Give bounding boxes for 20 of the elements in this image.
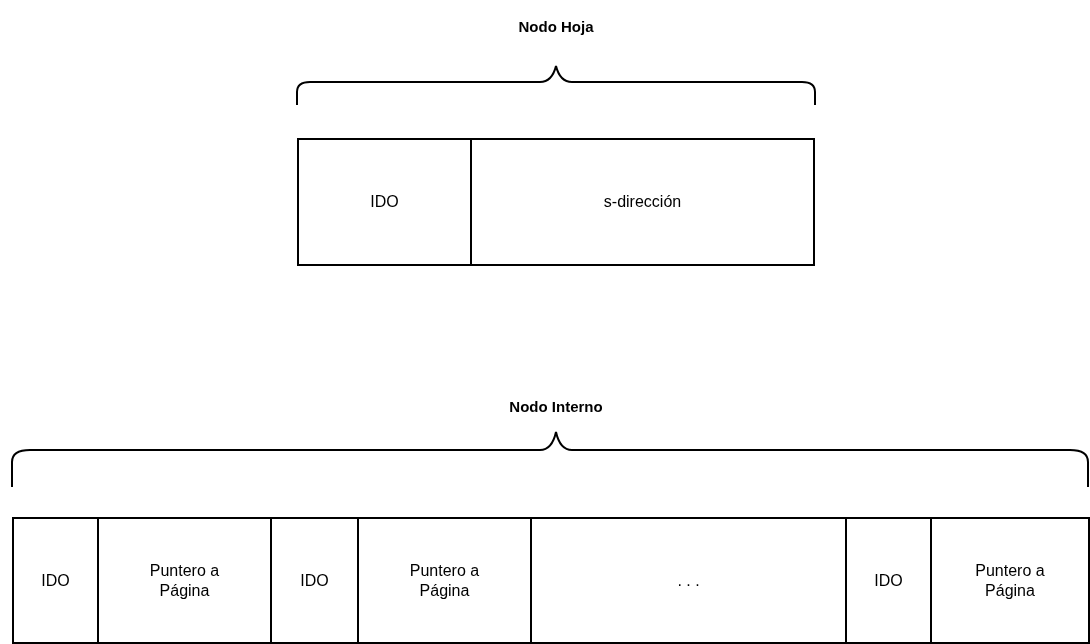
field-label: Puntero a Página <box>974 560 1046 601</box>
field-label: IDO <box>300 570 329 591</box>
record-field <box>357 517 532 644</box>
record-field <box>845 517 932 644</box>
structure-title: Nodo Hoja <box>518 18 594 35</box>
record-field <box>530 517 847 644</box>
record-field <box>270 517 359 644</box>
field-label: IDO <box>874 570 903 591</box>
record-field <box>97 517 272 644</box>
field-label: IDO <box>41 570 70 591</box>
field-label: Puntero a Página <box>408 560 481 601</box>
record-field <box>12 517 99 644</box>
field-label: Puntero a Página <box>148 560 221 601</box>
record-field <box>930 517 1090 644</box>
record-field <box>470 138 815 266</box>
structure-title: Nodo Interno <box>509 398 603 415</box>
field-label: . . . <box>677 570 700 591</box>
field-label: IDO <box>370 192 399 212</box>
field-label: s-dirección <box>603 192 682 212</box>
record-field <box>297 138 472 266</box>
